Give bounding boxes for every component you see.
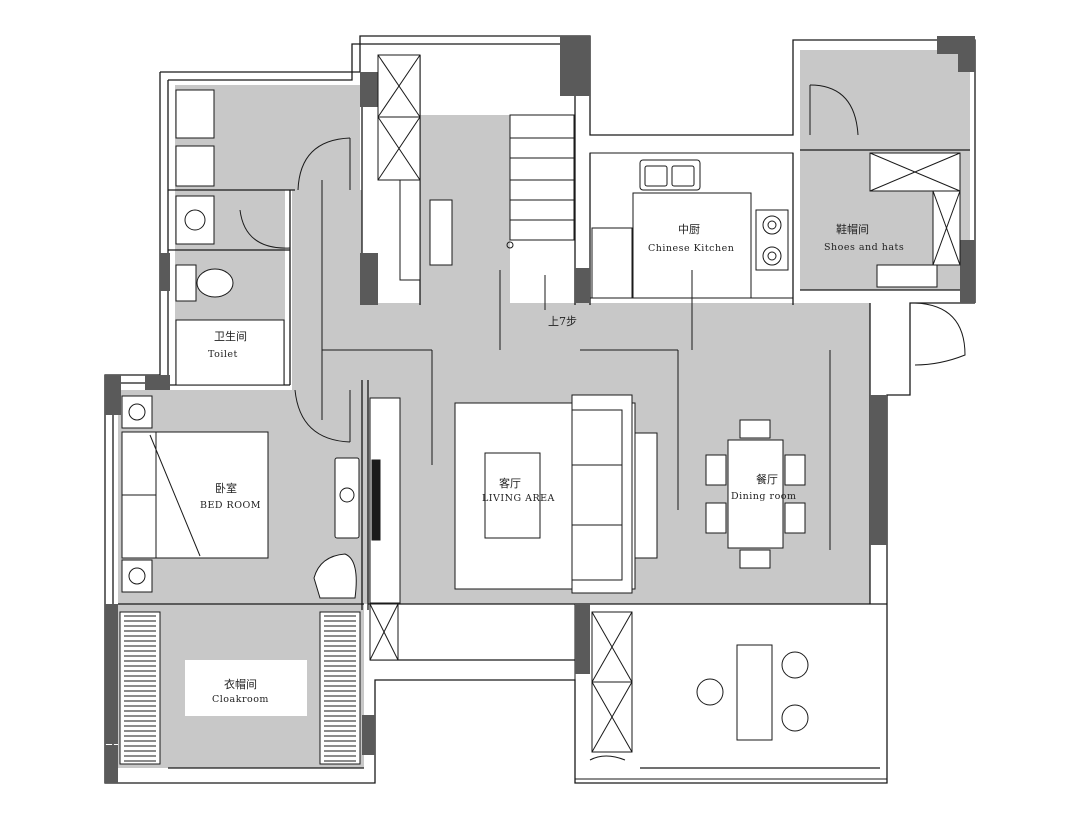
wardrobes [119, 611, 361, 765]
dark-wall-blocks [105, 36, 975, 783]
living-label-zh: 客厅 [499, 476, 521, 490]
room-labels: 卫生间 Toilet 中厨 Chinese Kitchen 鞋帽间 Shoes … [200, 222, 904, 705]
toilet-label-zh: 卫生间 [214, 329, 247, 343]
living-label-en: LIVING AREA [482, 493, 555, 504]
toilet-fixtures [175, 89, 285, 386]
shoes-label-en: Shoes and hats [824, 242, 904, 253]
balcony-set [696, 644, 809, 741]
hanger-lines [124, 615, 356, 762]
toilet-label-en: Toilet [208, 349, 238, 360]
bedroom-furniture [121, 395, 360, 599]
flow-arrows [321, 180, 831, 550]
living-furniture [369, 394, 658, 604]
shoes-label-zh: 鞋帽间 [836, 222, 869, 236]
bedroom-label-zh: 卧室 [215, 481, 237, 495]
stairs [506, 115, 574, 249]
dining-label-en: Dining room [731, 491, 797, 502]
kitchen-label-zh: 中厨 [678, 223, 700, 236]
kitchen-label-en: Chinese Kitchen [648, 243, 734, 254]
cloakroom-label-zh: 衣帽间 [224, 677, 257, 691]
dining-set [705, 419, 806, 569]
dining-label-zh: 餐厅 [756, 472, 778, 486]
bedroom-label-en: BED ROOM [200, 500, 261, 511]
door-swings [239, 84, 966, 761]
stair-note: 上7步 [548, 315, 577, 328]
cloakroom-label-en: Cloakroom [212, 694, 269, 705]
cabinets [369, 54, 961, 753]
